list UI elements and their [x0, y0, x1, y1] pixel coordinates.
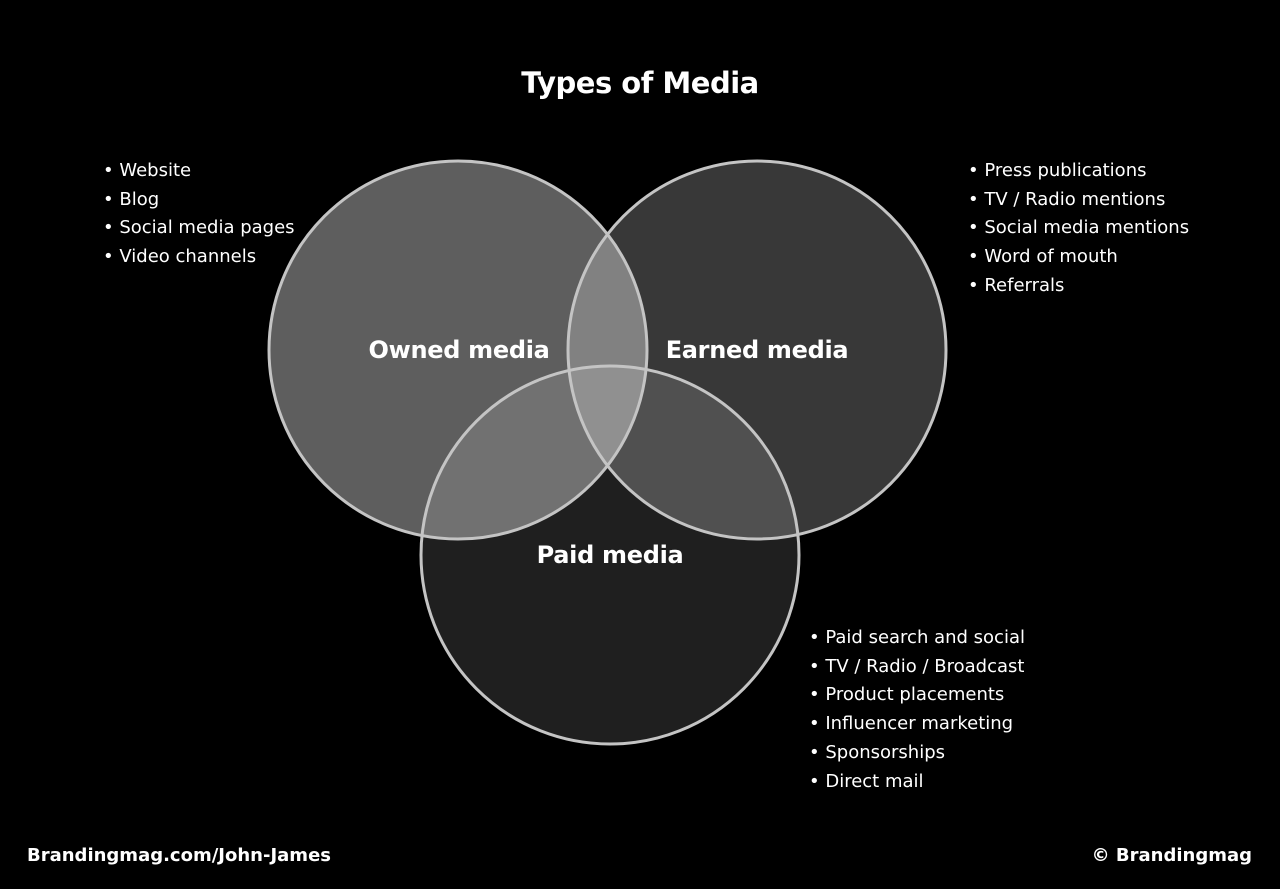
list-item: Influencer marketing [809, 710, 1025, 739]
list-item: Social media pages [103, 214, 294, 243]
list-item: Sponsorships [809, 739, 1025, 768]
list-item: Website [103, 157, 295, 186]
paid-media-outline [419, 364, 801, 746]
paid-media-list: Paid search and social TV / Radio / Broa… [809, 624, 1025, 796]
list-item: Paid search and social [809, 624, 1025, 653]
earned-media-label: Earned media [665, 336, 849, 364]
earned-media-list: Press publications TV / Radio mentions S… [968, 157, 1189, 301]
owned-media-outline [267, 159, 649, 541]
owned-media-list: Website Blog Social media pages Video ch… [103, 157, 295, 272]
paid-media-label: Paid media [536, 541, 684, 569]
list-item: Social media mentions [968, 214, 1189, 243]
footer-source: Brandingmag.com/John-James [27, 845, 331, 866]
list-item: Press publications [968, 157, 1189, 186]
footer-copyright: © Brandingmag [1091, 845, 1252, 866]
list-item: Word of mouth [968, 243, 1189, 272]
list-item: Video channels [103, 243, 295, 272]
list-item: Direct mail [809, 768, 1025, 797]
list-item: TV / Radio / Broadcast [809, 653, 1025, 682]
earned-media-circle [568, 161, 946, 539]
list-item: Product placements [809, 681, 1025, 710]
diagram-title: Types of Media [521, 66, 759, 100]
list-item: Blog [103, 186, 295, 215]
owned-media-circle [269, 161, 647, 539]
owned-media-label: Owned media [368, 336, 550, 364]
earned-media-outline [566, 159, 948, 541]
list-item: TV / Radio mentions [968, 186, 1189, 215]
list-item: Referrals [968, 272, 1189, 301]
paid-media-circle [421, 366, 799, 744]
